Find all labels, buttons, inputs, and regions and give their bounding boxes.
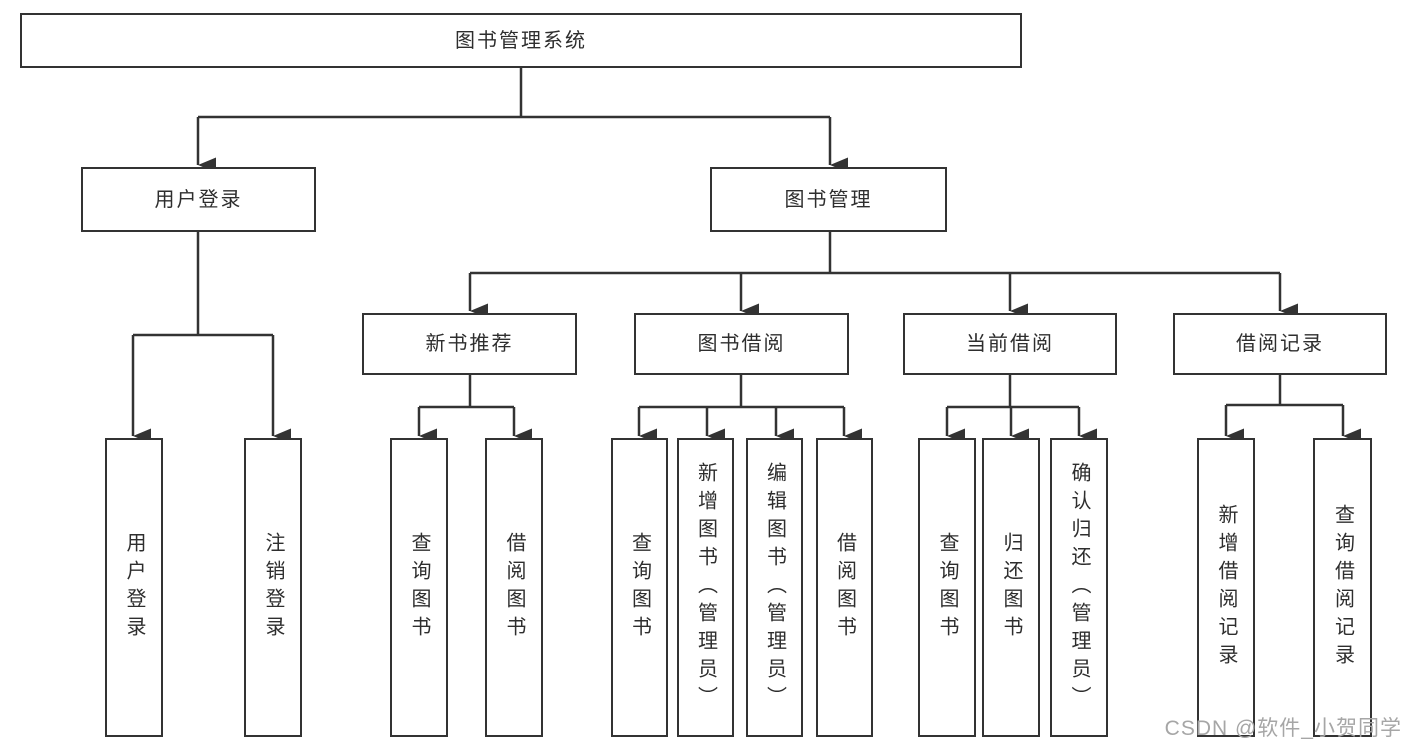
leaf-query-borrow-record: 查询借阅记录 xyxy=(1313,438,1372,737)
node-user-login: 用户登录 xyxy=(81,167,316,232)
node-book-borrowing: 图书借阅 xyxy=(634,313,849,375)
leaf-return-book: 归还图书 xyxy=(982,438,1040,737)
node-label: 图书借阅 xyxy=(697,333,786,355)
node-label: 用户登录 xyxy=(123,531,145,644)
leaf-borrow-books-recommend: 借阅图书 xyxy=(485,438,543,737)
node-label: 借阅图书 xyxy=(833,531,856,644)
node-label: 注销登录 xyxy=(262,531,284,644)
node-label: 查询图书 xyxy=(408,531,430,644)
node-label: 查询图书 xyxy=(936,531,958,644)
node-book-management: 图书管理 xyxy=(710,167,947,232)
node-label: 查询图书 xyxy=(628,531,651,644)
node-new-book-recommend: 新书推荐 xyxy=(362,313,577,375)
leaf-add-book-admin: 新增图书（管理员） xyxy=(677,438,734,737)
node-label: 借阅图书 xyxy=(503,531,525,644)
node-borrowing-records: 借阅记录 xyxy=(1173,313,1387,375)
node-label: 图书管理系统 xyxy=(455,29,587,52)
node-label: 用户登录 xyxy=(154,188,243,211)
node-label: 当前借阅 xyxy=(966,333,1054,355)
node-label: 新增借阅记录 xyxy=(1215,503,1237,672)
node-label: 新增图书（管理员） xyxy=(694,461,717,714)
leaf-borrow-books-borrowing: 借阅图书 xyxy=(816,438,873,737)
leaf-confirm-return-admin: 确认归还（管理员） xyxy=(1050,438,1108,737)
node-current-borrowing: 当前借阅 xyxy=(903,313,1117,375)
node-label: 确认归还（管理员） xyxy=(1068,461,1090,714)
node-label: 查询借阅记录 xyxy=(1331,503,1354,672)
leaf-add-borrow-record: 新增借阅记录 xyxy=(1197,438,1255,737)
leaf-edit-book-admin: 编辑图书（管理员） xyxy=(746,438,803,737)
leaf-query-books-current: 查询图书 xyxy=(918,438,976,737)
node-label: 编辑图书（管理员） xyxy=(763,461,786,714)
node-label: 归还图书 xyxy=(1000,531,1022,644)
node-label: 图书管理 xyxy=(784,188,873,211)
node-library-management-system: 图书管理系统 xyxy=(20,13,1022,68)
leaf-query-books-recommend: 查询图书 xyxy=(390,438,448,737)
watermark-text: CSDN @软件_小贺同学 xyxy=(1164,717,1402,740)
leaf-logout: 注销登录 xyxy=(244,438,302,737)
node-label: 借阅记录 xyxy=(1236,333,1324,355)
leaf-user-login: 用户登录 xyxy=(105,438,163,737)
leaf-query-books-borrowing: 查询图书 xyxy=(611,438,668,737)
node-label: 新书推荐 xyxy=(425,333,514,355)
